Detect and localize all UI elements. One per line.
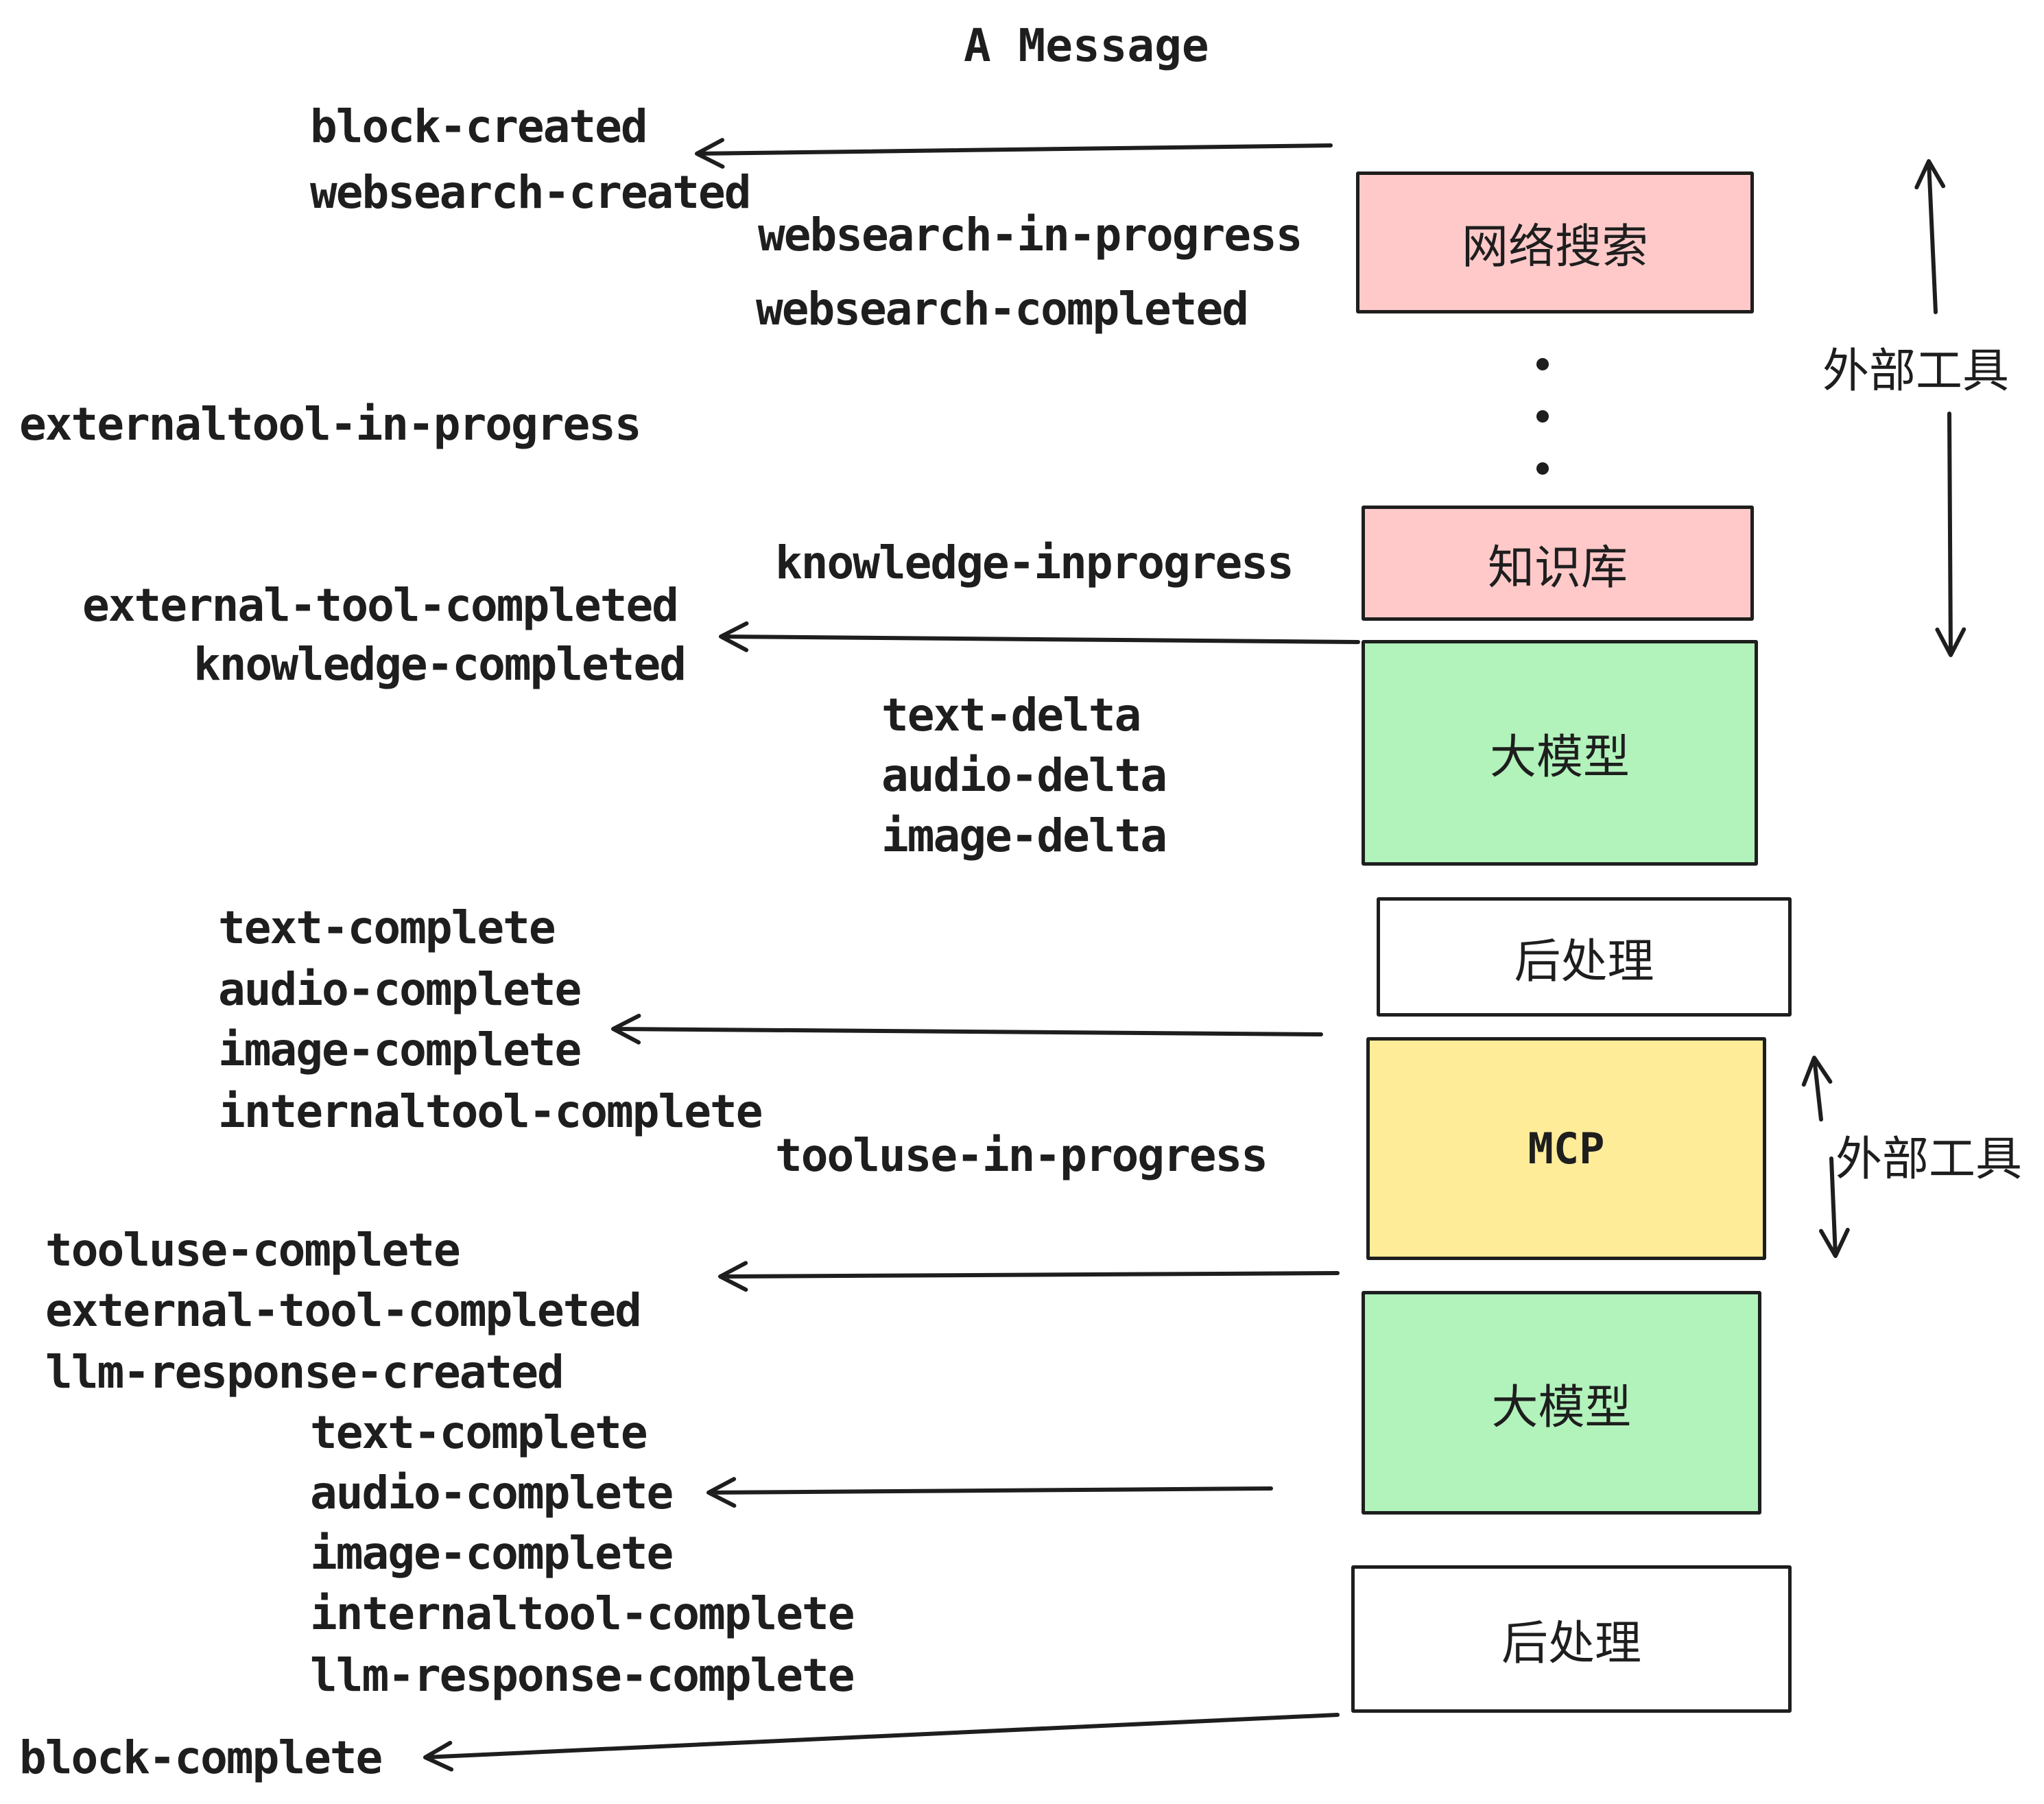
event-label-image-complete: image-complete (218, 1023, 582, 1076)
stage-box-label: 知识库 (1487, 541, 1628, 595)
event-label-internaltool-complete: internaltool-complete (218, 1085, 763, 1138)
event-label-text-complete: text-complete (218, 901, 556, 954)
arrow-1 (695, 138, 1333, 169)
event-label-image-delta: image-delta (881, 809, 1167, 862)
stage-box-后处理: 后处理 (1351, 1565, 1792, 1713)
ellipsis-dot (1536, 410, 1549, 423)
arrow-2 (719, 621, 1360, 652)
event-label-audio-delta: audio-delta (881, 749, 1167, 802)
stage-box-网络搜索: 网络搜索 (1356, 171, 1754, 313)
event-label-external-tool-completed: external-tool-completed (45, 1284, 642, 1337)
event-label-audio-complete: audio-complete (310, 1467, 674, 1519)
stage-box-MCP: MCP (1366, 1037, 1766, 1260)
event-label-image-complete: image-complete (310, 1527, 674, 1580)
stage-box-label: 后处理 (1514, 934, 1654, 989)
arrow-9 (1801, 1056, 1833, 1121)
arrow-6 (423, 1713, 1340, 1772)
arrow-7 (1914, 159, 1946, 314)
stage-box-label: 后处理 (1501, 1617, 1641, 1671)
arrow-8 (1935, 412, 1966, 657)
side-annotation-2: 外部工具 (1835, 1132, 2023, 1187)
event-label-block-created: block-created (310, 100, 648, 153)
event-label-text-complete: text-complete (310, 1406, 648, 1459)
side-annotation-1: 外部工具 (1822, 344, 2010, 399)
stage-box-label: MCP (1528, 1124, 1605, 1174)
event-label-external-tool-completed: external-tool-completed (82, 579, 679, 632)
stage-box-大模型: 大模型 (1362, 640, 1758, 866)
stage-box-知识库: 知识库 (1362, 506, 1754, 621)
arrow-5 (706, 1477, 1273, 1508)
event-label-tooluse-in-progress: tooluse-in-progress (775, 1129, 1268, 1182)
event-label-llm-response-created: llm-response-created (45, 1346, 565, 1399)
event-label-websearch-completed: websearch-completed (756, 283, 1249, 335)
stage-box-大模型: 大模型 (1362, 1291, 1761, 1515)
event-label-websearch-created: websearch-created (310, 166, 752, 219)
event-label-knowledge-inprogress: knowledge-inprogress (775, 536, 1294, 589)
event-label-externaltool-in-progress: externaltool-in-progress (19, 398, 642, 451)
event-label-audio-complete: audio-complete (218, 963, 582, 1016)
event-label-websearch-in-progress: websearch-in-progress (758, 209, 1303, 261)
arrow-4 (718, 1261, 1340, 1292)
stage-box-label: 大模型 (1489, 731, 1630, 785)
event-label-block-complete: block-complete (19, 1731, 383, 1784)
event-label-text-delta: text-delta (881, 689, 1141, 741)
stage-box-label: 大模型 (1491, 1380, 1632, 1435)
event-label-internaltool-complete: internaltool-complete (310, 1587, 855, 1640)
event-label-llm-response-complete: llm-response-complete (310, 1649, 855, 1702)
stage-box-后处理: 后处理 (1377, 897, 1792, 1017)
event-label-knowledge-completed: knowledge-completed (193, 638, 687, 691)
diagram-title: A Message (964, 19, 1209, 72)
event-label-tooluse-complete: tooluse-complete (45, 1224, 461, 1277)
stage-box-label: 网络搜索 (1461, 220, 1648, 274)
ellipsis-dot (1536, 462, 1549, 475)
ellipsis-dot (1536, 358, 1549, 370)
arrow-3 (611, 1013, 1323, 1045)
